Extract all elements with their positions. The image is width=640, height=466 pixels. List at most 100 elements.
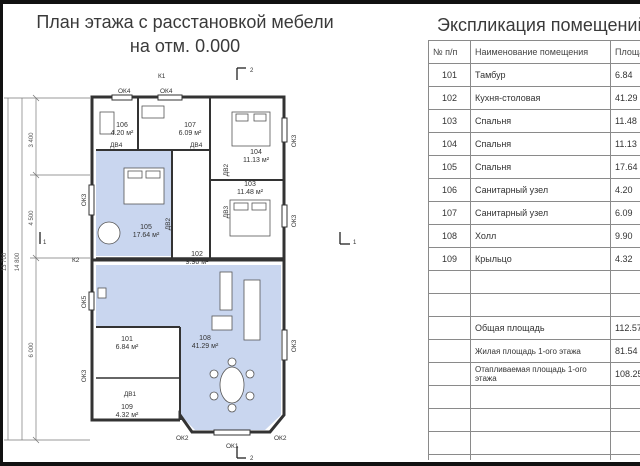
row-area: 11.13 [610, 132, 640, 156]
table-row: 103 Спальня 11.48 [428, 109, 640, 133]
furniture [97, 105, 271, 413]
room-108-area: 41.29 м² [192, 343, 219, 350]
section-right-label: 1 [353, 240, 357, 246]
code-db4-a: ДВ4 [110, 142, 123, 149]
dimension-lines [4, 94, 90, 444]
total-row: Жилая площадь 1-ого этажа 81.54 [428, 339, 640, 363]
row-area: 41.29 [610, 86, 640, 110]
plan-title-line2: на отм. 0.000 [129, 36, 241, 56]
code-ok3-e: ОК3 [81, 369, 88, 382]
empty-row [428, 431, 640, 455]
row-name: Холл [470, 224, 611, 248]
section-bottom-label: 2 [250, 456, 254, 462]
total-row: Общая площадь 112.57 [428, 316, 640, 340]
code-db4-b: ДВ4 [190, 142, 203, 149]
section-markers [39, 67, 350, 459]
table-row: 105 Спальня 17.64 [428, 155, 640, 179]
row-num: 108 [428, 224, 471, 248]
code-ok4-a: ОК4 [118, 88, 131, 95]
code-ok2-a: ОК2 [176, 435, 189, 442]
row-name: Крыльцо [470, 247, 611, 271]
table-row: 104 Спальня 11.13 [428, 132, 640, 156]
total-label: Общая площадь [470, 316, 611, 340]
room-labels: 106 4.20 м² 107 6.09 м² 104 11.13 м² 105… [111, 122, 270, 419]
plan-title-line1: План этажа с расстановкой мебели [36, 12, 334, 32]
code-ok4-b: ОК4 [160, 88, 173, 95]
code-db3: ДВ3 [223, 205, 230, 218]
total-value: 81.54 [610, 339, 640, 363]
table-header: № п/п Наименование помещения Площадь [428, 40, 640, 64]
room-101-num: 101 [121, 336, 133, 343]
row-area: 4.20 [610, 178, 640, 202]
table-row: 108 Холл 9.90 [428, 224, 640, 248]
code-k2: К2 [72, 257, 80, 264]
row-name: Санитарный узел [470, 201, 611, 225]
row-name: Спальня [470, 155, 611, 179]
code-db1: ДВ1 [124, 391, 137, 398]
empty-row [428, 293, 640, 317]
room-107-num: 107 [184, 122, 196, 129]
dim-13700: 13 700 [2, 252, 8, 271]
room-103-num: 103 [244, 181, 256, 188]
code-k1: К1 [158, 73, 166, 80]
explication-table: № п/п Наименование помещения Площадь 101… [428, 40, 640, 460]
explication-title: Экспликация помещений [437, 15, 640, 35]
code-ok5: ОК5 [81, 295, 88, 308]
total-row: Отапливаемая площадь 1-ого этажа 108.25 [428, 362, 640, 386]
room-102-num: 102 [191, 251, 203, 258]
room-106-area: 4.20 м² [111, 130, 134, 137]
bottom-border [0, 462, 640, 466]
dim-6000: 6 000 [29, 342, 35, 358]
room-109-area: 4.32 м² [116, 412, 139, 419]
room-106-num: 106 [116, 122, 128, 129]
row-num: 107 [428, 201, 471, 225]
top-border [0, 0, 640, 4]
section-top-label: 2 [250, 68, 254, 74]
room-108-num: 108 [199, 335, 211, 342]
room-107-area: 6.09 м² [179, 130, 202, 137]
header-name: Наименование помещения [470, 40, 611, 64]
row-num: 106 [428, 178, 471, 202]
row-num: 103 [428, 109, 471, 133]
room-104-area: 11.13 м² [243, 157, 270, 164]
table-row: 106 Санитарный узел 4.20 [428, 178, 640, 202]
total-value: 112.57 [610, 316, 640, 340]
row-num: 109 [428, 247, 471, 271]
code-db2-a: ДВ2 [223, 163, 230, 176]
empty-row [428, 408, 640, 432]
room-103-area: 11.48 м² [237, 189, 264, 196]
row-area: 11.48 [610, 109, 640, 133]
row-num: 101 [428, 63, 471, 87]
windows [88, 94, 288, 436]
row-name: Спальня [470, 109, 611, 133]
empty-row [428, 454, 640, 460]
total-value: 108.25 [610, 362, 640, 386]
code-ok3-b: ОК3 [291, 214, 298, 227]
code-ok2-b: ОК2 [274, 435, 287, 442]
empty-row [428, 385, 640, 409]
empty-row [428, 270, 640, 294]
row-area: 6.09 [610, 201, 640, 225]
table-row: 107 Санитарный узел 6.09 [428, 201, 640, 225]
plan-title: План этажа с расстановкой мебели на отм.… [0, 10, 370, 58]
table-row: 102 Кухня-столовая 41.29 [428, 86, 640, 110]
row-name: Кухня-столовая [470, 86, 611, 110]
dim-14800: 14 800 [15, 252, 21, 271]
room-101-area: 6.84 м² [116, 344, 139, 351]
row-name: Спальня [470, 132, 611, 156]
code-ok3-c: ОК3 [291, 339, 298, 352]
section-left-label: 1 [43, 240, 47, 246]
dim-4500: 4 500 [29, 210, 35, 226]
header-area: Площадь [610, 40, 640, 64]
row-area: 17.64 [610, 155, 640, 179]
row-name: Тамбур [470, 63, 611, 87]
room-102-area: 9.90 м² [186, 259, 209, 266]
dim-3400: 3 400 [29, 132, 35, 148]
total-label: Отапливаемая площадь 1-ого этажа [470, 362, 611, 386]
explication-table-wrap: № п/п Наименование помещения Площадь 101… [428, 40, 640, 460]
table-row: 109 Крыльцо 4.32 [428, 247, 640, 271]
code-ok3-d: ОК3 [81, 193, 88, 206]
room-109-num: 109 [121, 404, 133, 411]
room-105-num: 105 [140, 224, 152, 231]
room-105-area: 17.64 м² [133, 232, 160, 239]
